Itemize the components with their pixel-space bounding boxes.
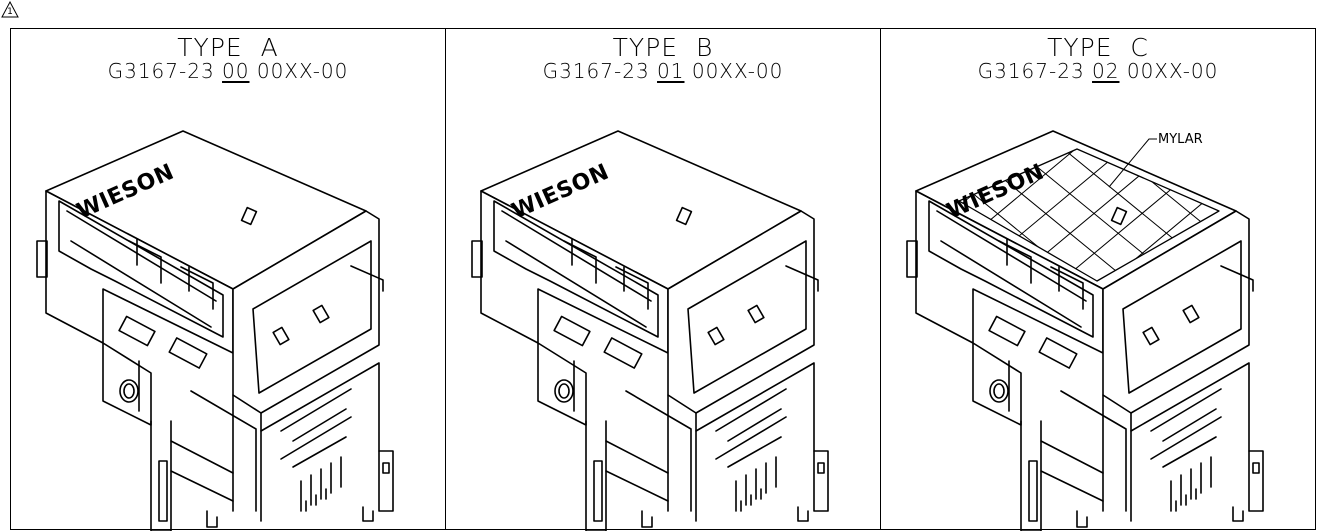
drawing-frame: TYPE A G3167-23 00 00XX-00 bbox=[10, 28, 1316, 531]
type-label: TYPE B bbox=[612, 33, 714, 62]
mylar-leader-line bbox=[1108, 138, 1157, 188]
part-prefix: G3167-23 bbox=[977, 59, 1093, 83]
panel-type-c: TYPE C G3167-23 02 00XX-00 bbox=[880, 29, 1315, 531]
part-variant: 01 bbox=[657, 59, 685, 83]
part-variant: 02 bbox=[1092, 59, 1120, 83]
part-number: G3167-23 01 00XX-00 bbox=[446, 59, 880, 83]
mylar-hatch bbox=[959, 149, 1219, 281]
panel-type-b: TYPE B G3167-23 01 00XX-00 bbox=[445, 29, 880, 531]
panel-type-a: TYPE A G3167-23 00 00XX-00 bbox=[11, 29, 445, 531]
connector-drawing: WIESON bbox=[36, 130, 394, 531]
part-number: G3167-23 02 00XX-00 bbox=[881, 59, 1315, 83]
part-variant: 00 bbox=[222, 59, 250, 83]
revision-number: 1 bbox=[7, 7, 13, 17]
revision-triangle-icon bbox=[1, 0, 19, 18]
part-number: G3167-23 00 00XX-00 bbox=[11, 59, 445, 83]
part-suffix: 00XX-00 bbox=[249, 59, 349, 83]
mylar-callout: MYLAR bbox=[1158, 132, 1203, 147]
part-prefix: G3167-23 bbox=[107, 59, 223, 83]
revision-triangle: 1 bbox=[1, 0, 23, 21]
part-suffix: 00XX-00 bbox=[684, 59, 784, 83]
type-label: TYPE C bbox=[1047, 33, 1149, 62]
type-label: TYPE A bbox=[177, 33, 279, 62]
connector-drawing: WIESON bbox=[471, 130, 829, 531]
part-prefix: G3167-23 bbox=[542, 59, 658, 83]
part-suffix: 00XX-00 bbox=[1119, 59, 1219, 83]
connector-drawing: WIESON MYLAR bbox=[906, 130, 1264, 531]
